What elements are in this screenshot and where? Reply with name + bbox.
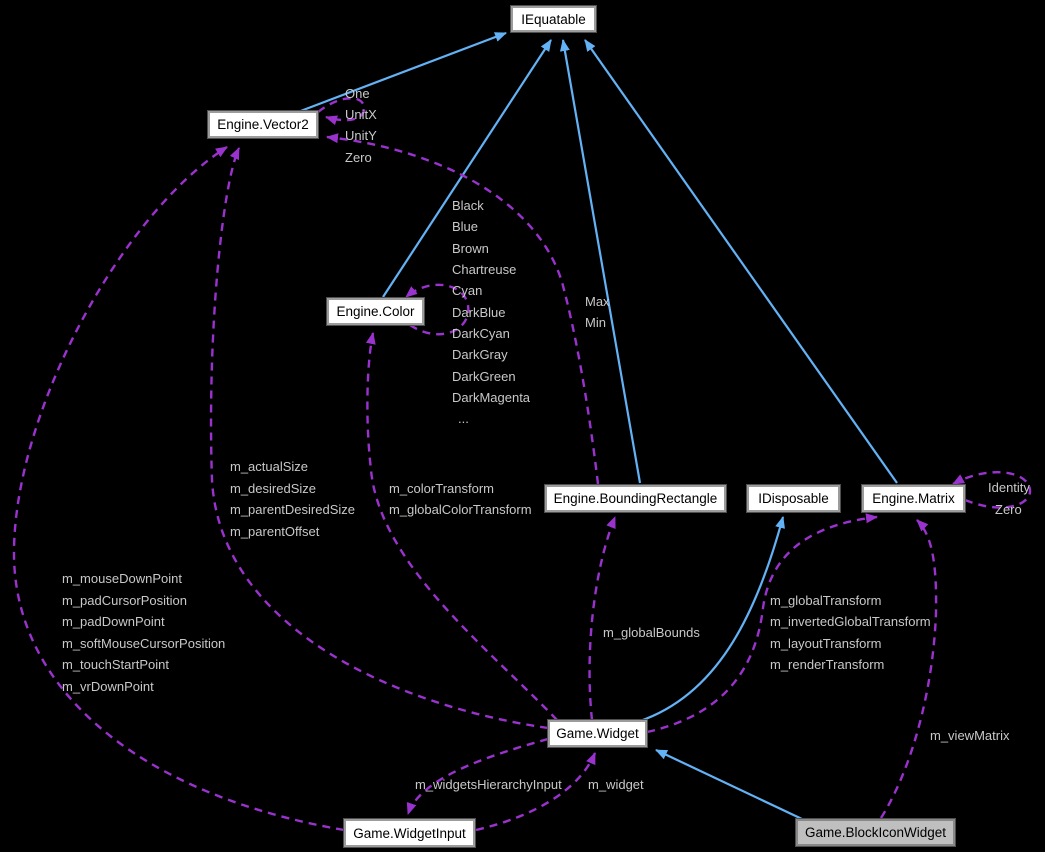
edge-widget-color bbox=[365, 332, 558, 721]
node-widgetinput[interactable]: Game.WidgetInput bbox=[344, 819, 475, 847]
edge-blockiconwidget-matrix bbox=[879, 519, 938, 819]
edge-label-darkcyan: DarkCyan bbox=[452, 326, 510, 341]
edge-label-darkmagenta: DarkMagenta bbox=[452, 390, 531, 405]
edge-label-m-globalbounds: m_globalBounds bbox=[603, 625, 700, 640]
edge-label-cyan: Cyan bbox=[452, 283, 483, 298]
edge-matrix-matrix bbox=[952, 471, 1032, 509]
edge-label-brown: Brown bbox=[452, 241, 489, 256]
edge-label-chartreuse: Chartreuse bbox=[452, 262, 517, 277]
node-iequatable[interactable]: IEquatable bbox=[511, 6, 596, 32]
edge-label-m-parentdesiredsize: m_parentDesiredSize bbox=[230, 502, 356, 517]
edge-label-black: Black bbox=[452, 198, 484, 213]
edge-label-min: Min bbox=[585, 315, 606, 330]
edge-blockiconwidget-widget bbox=[655, 749, 803, 820]
edge-label-m-padcursorposition: m_padCursorPosition bbox=[62, 593, 188, 608]
edge-label-m-parentoffset: m_parentOffset bbox=[230, 524, 320, 539]
edge-label-m-paddownpoint: m_padDownPoint bbox=[62, 614, 165, 629]
edge-label-max: Max bbox=[585, 294, 610, 309]
node-vector2[interactable]: Engine.Vector2 bbox=[208, 111, 318, 138]
edge-label-m-actualsize: m_actualSize bbox=[230, 459, 309, 474]
edge-label-ellipsis: ... bbox=[458, 411, 469, 426]
node-blockiconwidget[interactable]: Game.BlockIconWidget bbox=[796, 819, 955, 846]
edge-boundingrectangle-iequatable bbox=[559, 39, 642, 484]
edge-label-m-mousedownpoint: m_mouseDownPoint bbox=[62, 571, 182, 586]
edge-label-m-softmousecursorposition: m_softMouseCursorPosition bbox=[62, 636, 226, 651]
edge-widget-boundingrectangle bbox=[588, 516, 617, 721]
edge-label-m-globaltransform: m_globalTransform bbox=[770, 593, 882, 608]
edge-label-m-viewmatrix: m_viewMatrix bbox=[930, 728, 1010, 743]
edge-label-unity: UnitY bbox=[345, 128, 377, 143]
edge-label-m-layouttransform: m_layoutTransform bbox=[770, 636, 882, 651]
edge-label-blue: Blue bbox=[452, 219, 479, 234]
node-color[interactable]: Engine.Color bbox=[327, 298, 424, 325]
edge-label-m-widget: m_widget bbox=[588, 777, 644, 792]
edge-widget-idisposable bbox=[639, 516, 785, 723]
edge-label-unitx: UnitX bbox=[345, 107, 377, 122]
edge-label-m-vrdownpoint: m_vrDownPoint bbox=[62, 679, 154, 694]
edge-vector2-vector2 bbox=[317, 97, 366, 126]
edge-label-one: One bbox=[345, 86, 370, 101]
edge-widget-vector2 bbox=[209, 147, 549, 730]
edge-label-m-touchstartpoint: m_touchStartPoint bbox=[62, 657, 169, 672]
edge-label-m-widgetshierarchyinput: m_widgetsHierarchyInput bbox=[415, 777, 562, 792]
edge-widgetinput-vector2 bbox=[12, 145, 345, 832]
edge-widget-matrix bbox=[646, 513, 878, 734]
edge-widgetinput-widget bbox=[475, 752, 597, 832]
edge-label-m-desiredsize: m_desiredSize bbox=[230, 481, 316, 496]
edge-label-m-globalcolortransform: m_globalColorTransform bbox=[389, 502, 532, 517]
node-boundingrectangle[interactable]: Engine.BoundingRectangle bbox=[545, 485, 726, 512]
edge-vector2-iequatable bbox=[297, 31, 507, 114]
edge-color-iequatable bbox=[382, 39, 552, 298]
node-matrix[interactable]: Engine.Matrix bbox=[862, 485, 965, 512]
edge-label-zero-matrix: Zero bbox=[995, 502, 1022, 517]
edge-label-m-invertedglobaltransform: m_invertedGlobalTransform bbox=[770, 614, 931, 629]
edge-label-m-colortransform: m_colorTransform bbox=[389, 481, 494, 496]
edge-boundingrectangle-vector2 bbox=[326, 133, 600, 485]
edge-label-m-rendertransform: m_renderTransform bbox=[770, 657, 885, 672]
node-idisposable[interactable]: IDisposable bbox=[747, 485, 840, 512]
edge-label-identity: Identity bbox=[988, 480, 1030, 495]
edge-label-zero-vector: Zero bbox=[345, 150, 372, 165]
node-widget[interactable]: Game.Widget bbox=[548, 720, 647, 747]
edge-label-darkgreen: DarkGreen bbox=[452, 369, 516, 384]
edge-matrix-iequatable bbox=[584, 39, 898, 484]
edge-label-darkgray: DarkGray bbox=[452, 347, 508, 362]
edge-label-darkblue: DarkBlue bbox=[452, 305, 506, 320]
edge-color-color bbox=[405, 283, 470, 336]
